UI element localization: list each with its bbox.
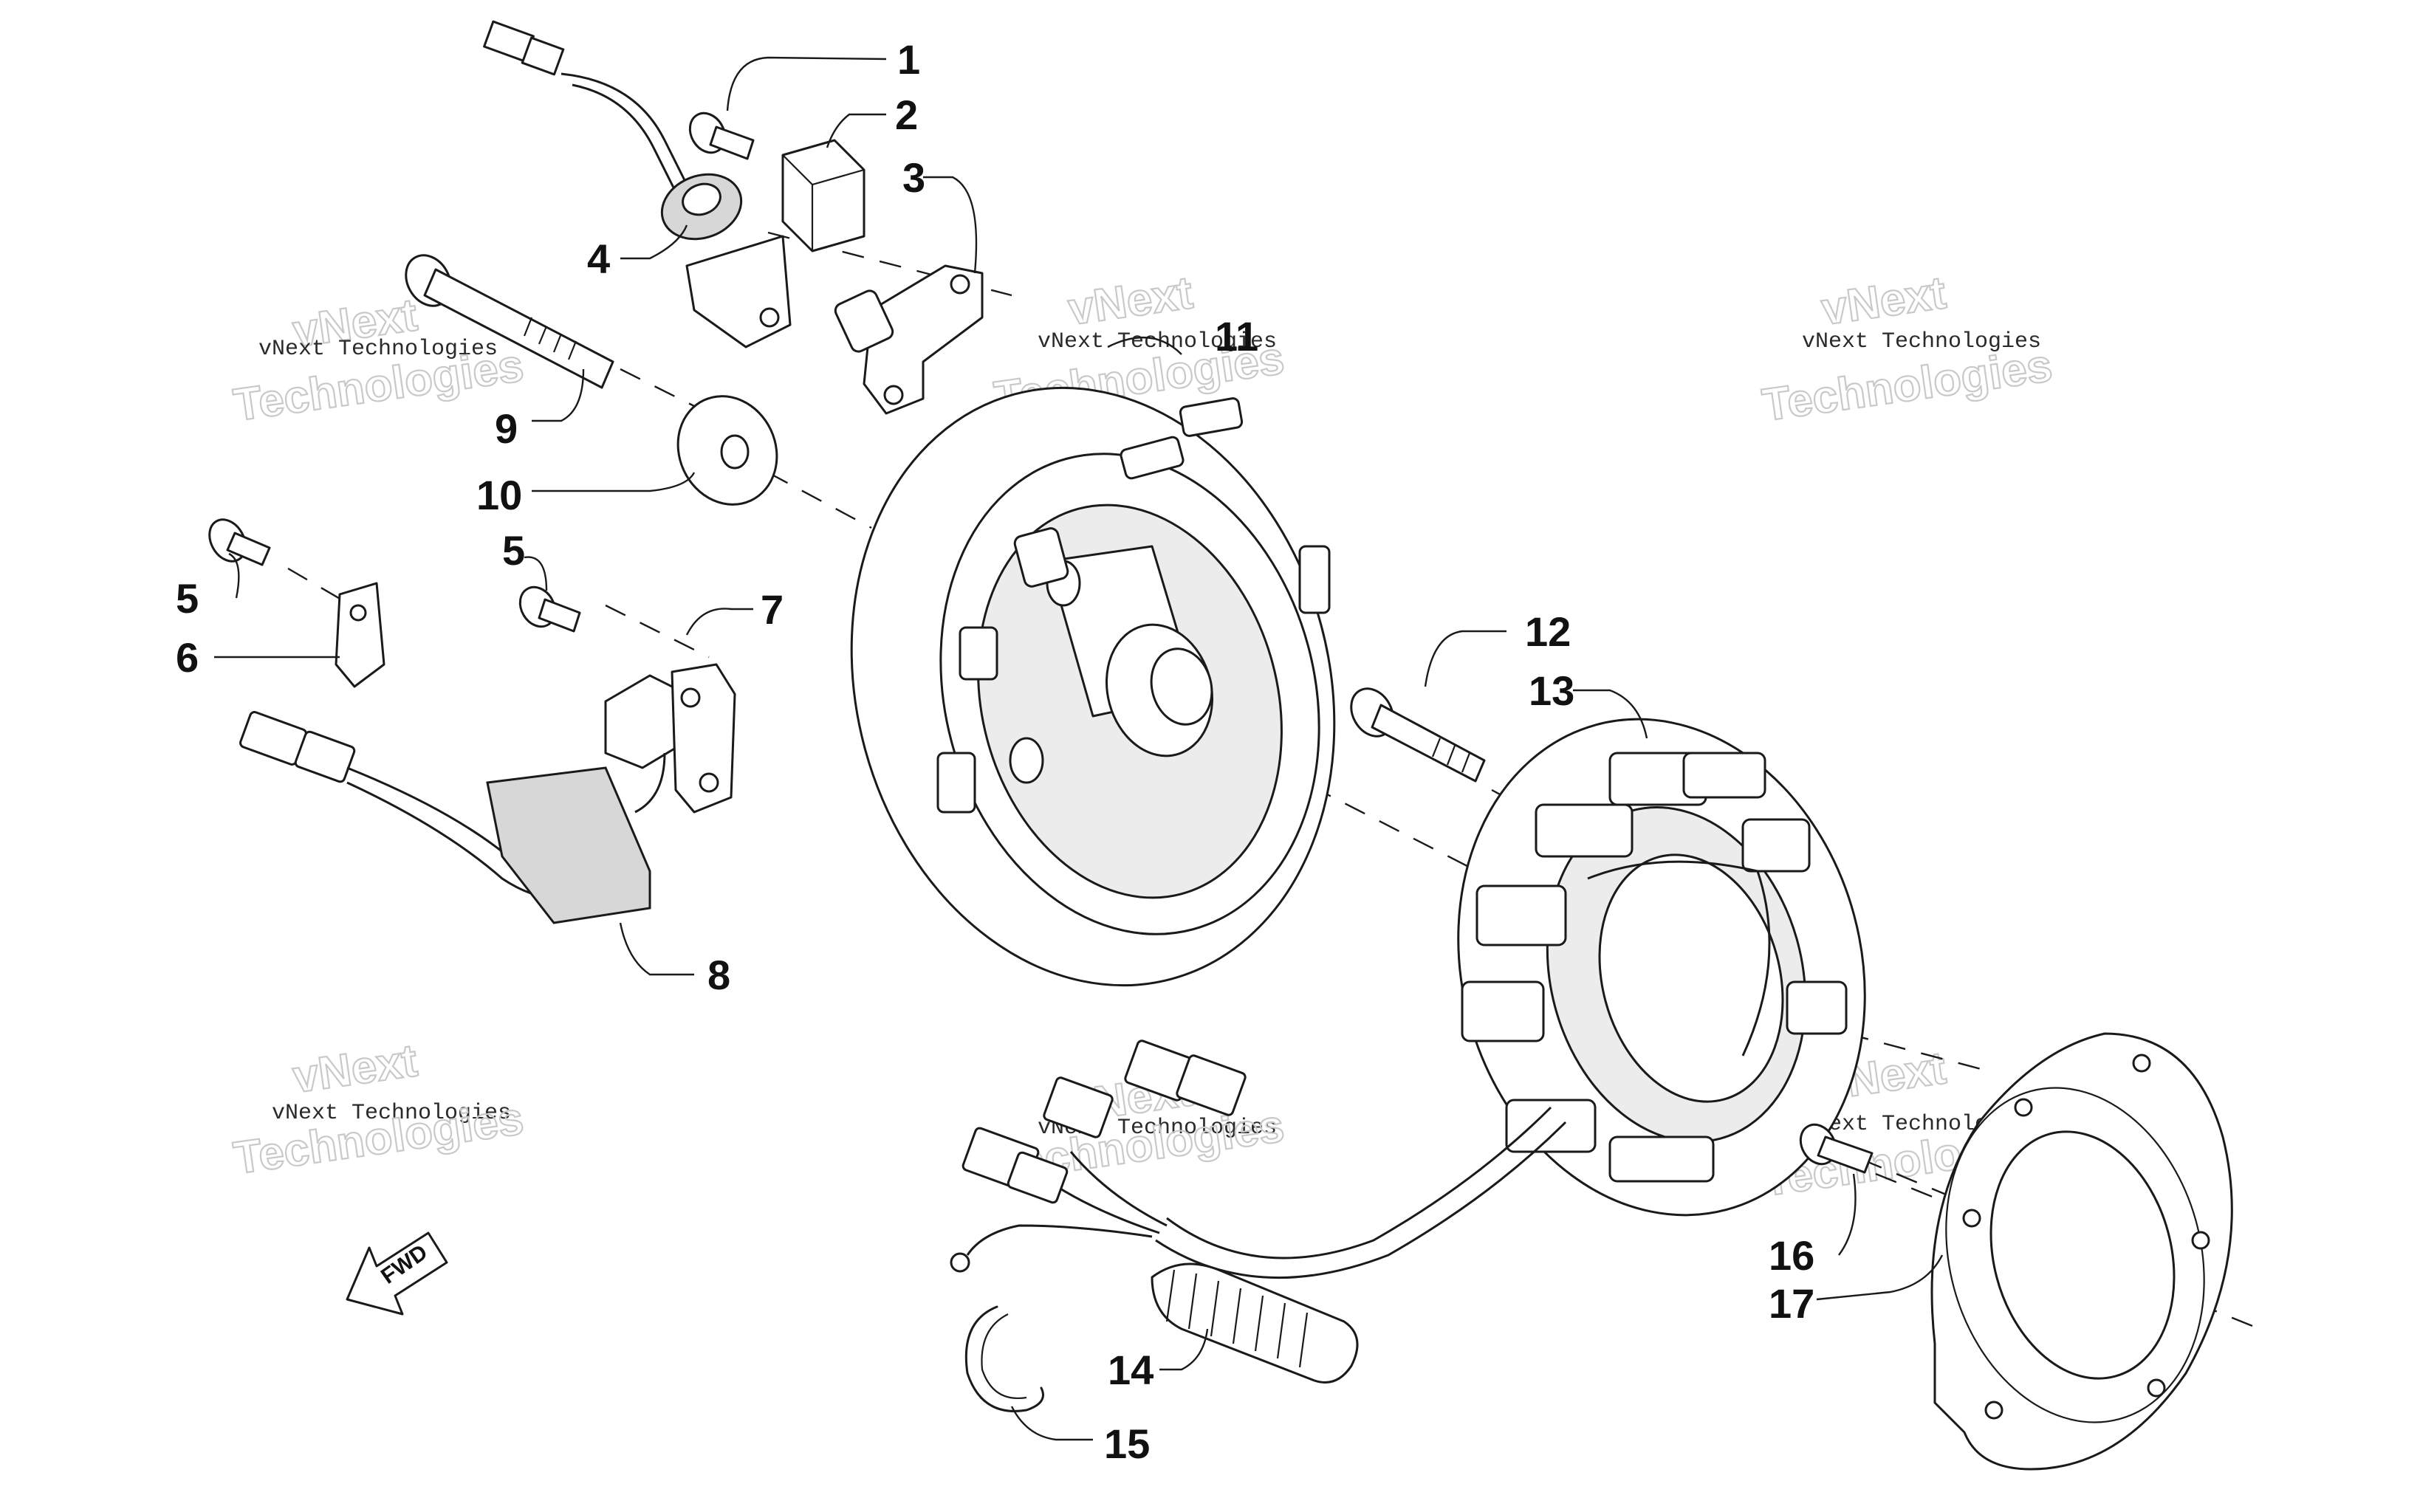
- callout-15: 15: [1104, 1420, 1150, 1467]
- pickup-sensor-7: [604, 663, 736, 814]
- svg-text:vNext Technologies: vNext Technologies: [272, 1101, 511, 1126]
- svg-text:vNext: vNext: [1818, 267, 1949, 335]
- pickup-bracket: [834, 264, 984, 415]
- callout-11: 11: [1215, 313, 1258, 360]
- callout-14: 14: [1108, 1347, 1154, 1393]
- callout-12: 12: [1525, 608, 1571, 655]
- watermark-bottom-left: vNext vNext Technologies Technologies: [230, 1034, 527, 1185]
- pickup-base: [685, 235, 792, 348]
- svg-text:vNext: vNext: [1065, 267, 1196, 335]
- watermark-top-center: vNext vNext Technologies Technologies: [990, 267, 1288, 425]
- bolt-16: [1799, 1123, 1874, 1174]
- callout-1: 1: [897, 36, 920, 83]
- clamp-ring-15: [964, 1305, 1044, 1412]
- pickup-block: [781, 139, 865, 252]
- callout-9: 9: [495, 405, 518, 452]
- callout-10: 10: [476, 472, 522, 518]
- bolt-5-middle: [518, 585, 581, 633]
- long-bolt-9: [405, 254, 614, 389]
- callout-7: 7: [761, 586, 784, 633]
- callout-17: 17: [1769, 1280, 1814, 1327]
- svg-text:vNext Technologies: vNext Technologies: [1802, 329, 2041, 354]
- callout-5a: 5: [502, 527, 525, 574]
- callout-4: 4: [587, 236, 610, 282]
- backing-plate-17: [1930, 1032, 2233, 1471]
- washer-10: [676, 395, 778, 506]
- callout-8: 8: [707, 952, 730, 998]
- flywheel-11: [850, 386, 1336, 987]
- bolt-small-top: [688, 111, 755, 160]
- sensor-harness-8: [239, 711, 666, 924]
- stator-bolt-12: [1350, 687, 1486, 783]
- stator-13: [1457, 718, 1866, 1217]
- stator-harness: [950, 1040, 1567, 1279]
- forward-direction-arrow-icon: FWD: [346, 1231, 448, 1316]
- grommet-4: [660, 173, 743, 241]
- bolt-5-left: [208, 518, 271, 566]
- callout-labels: 1 2 3 4 9 10 11 5 5 6 7 8 12 13 14 15 16…: [176, 36, 1814, 1467]
- callout-6: 6: [176, 634, 199, 681]
- svg-text:vNext Technologies: vNext Technologies: [1038, 329, 1277, 354]
- wire-sleeve-14: [1151, 1262, 1359, 1384]
- callout-5b: 5: [176, 575, 199, 622]
- svg-text:vNext Technologies: vNext Technologies: [258, 337, 498, 362]
- callout-16: 16: [1769, 1232, 1814, 1279]
- callout-13: 13: [1529, 667, 1574, 714]
- leader-lines: [214, 56, 1944, 1441]
- svg-text:vNext: vNext: [289, 1035, 420, 1103]
- watermark-top-right: vNext vNext Technologies Technologies: [1758, 267, 2056, 432]
- clip-6: [335, 582, 385, 688]
- callout-3: 3: [902, 154, 925, 201]
- callout-2: 2: [895, 92, 918, 138]
